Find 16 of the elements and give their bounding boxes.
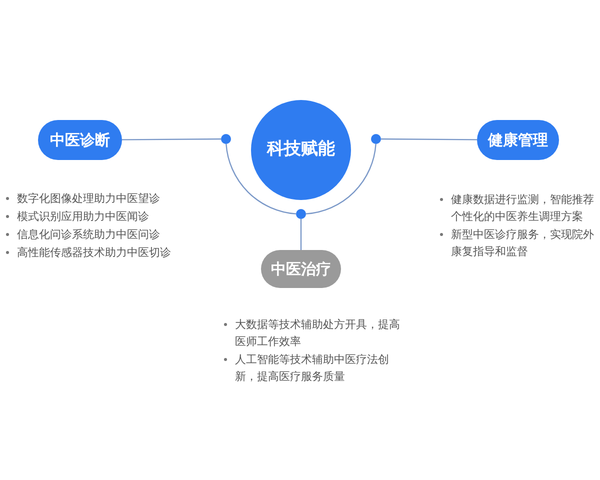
bullet-text: 新型中医诊疗服务，实现院外康复指导和监督 (451, 227, 595, 260)
topic-pill: 中医治疗 (261, 250, 341, 288)
bullet-text: 数字化图像处理助力中医望诊 (17, 191, 160, 207)
bullet-text: 大数据等技术辅助处方开具，提高医师工作效率 (235, 317, 401, 350)
connector-line (381, 138, 477, 140)
bullet-text: 高性能传感器技术助力中医切诊 (17, 245, 171, 261)
bullet-text: 健康数据进行监测，智能推荐个性化的中医养生调理方案 (451, 192, 595, 225)
bullet-text: 人工智能等技术辅助中医疗法创新，提高医疗服务质量 (235, 352, 390, 385)
bullet-text: 信息化问诊系统助力中医问诊 (17, 227, 160, 243)
bullet-text: 模式识别应用助力中医闻诊 (17, 209, 149, 225)
connector-line (306, 144, 376, 214)
topic-pill: 健康管理 (477, 120, 559, 160)
connector-line (300, 219, 302, 250)
connector-line (122, 138, 221, 140)
topic-pill: 中医诊断 (38, 120, 122, 160)
connector-line (226, 144, 296, 214)
